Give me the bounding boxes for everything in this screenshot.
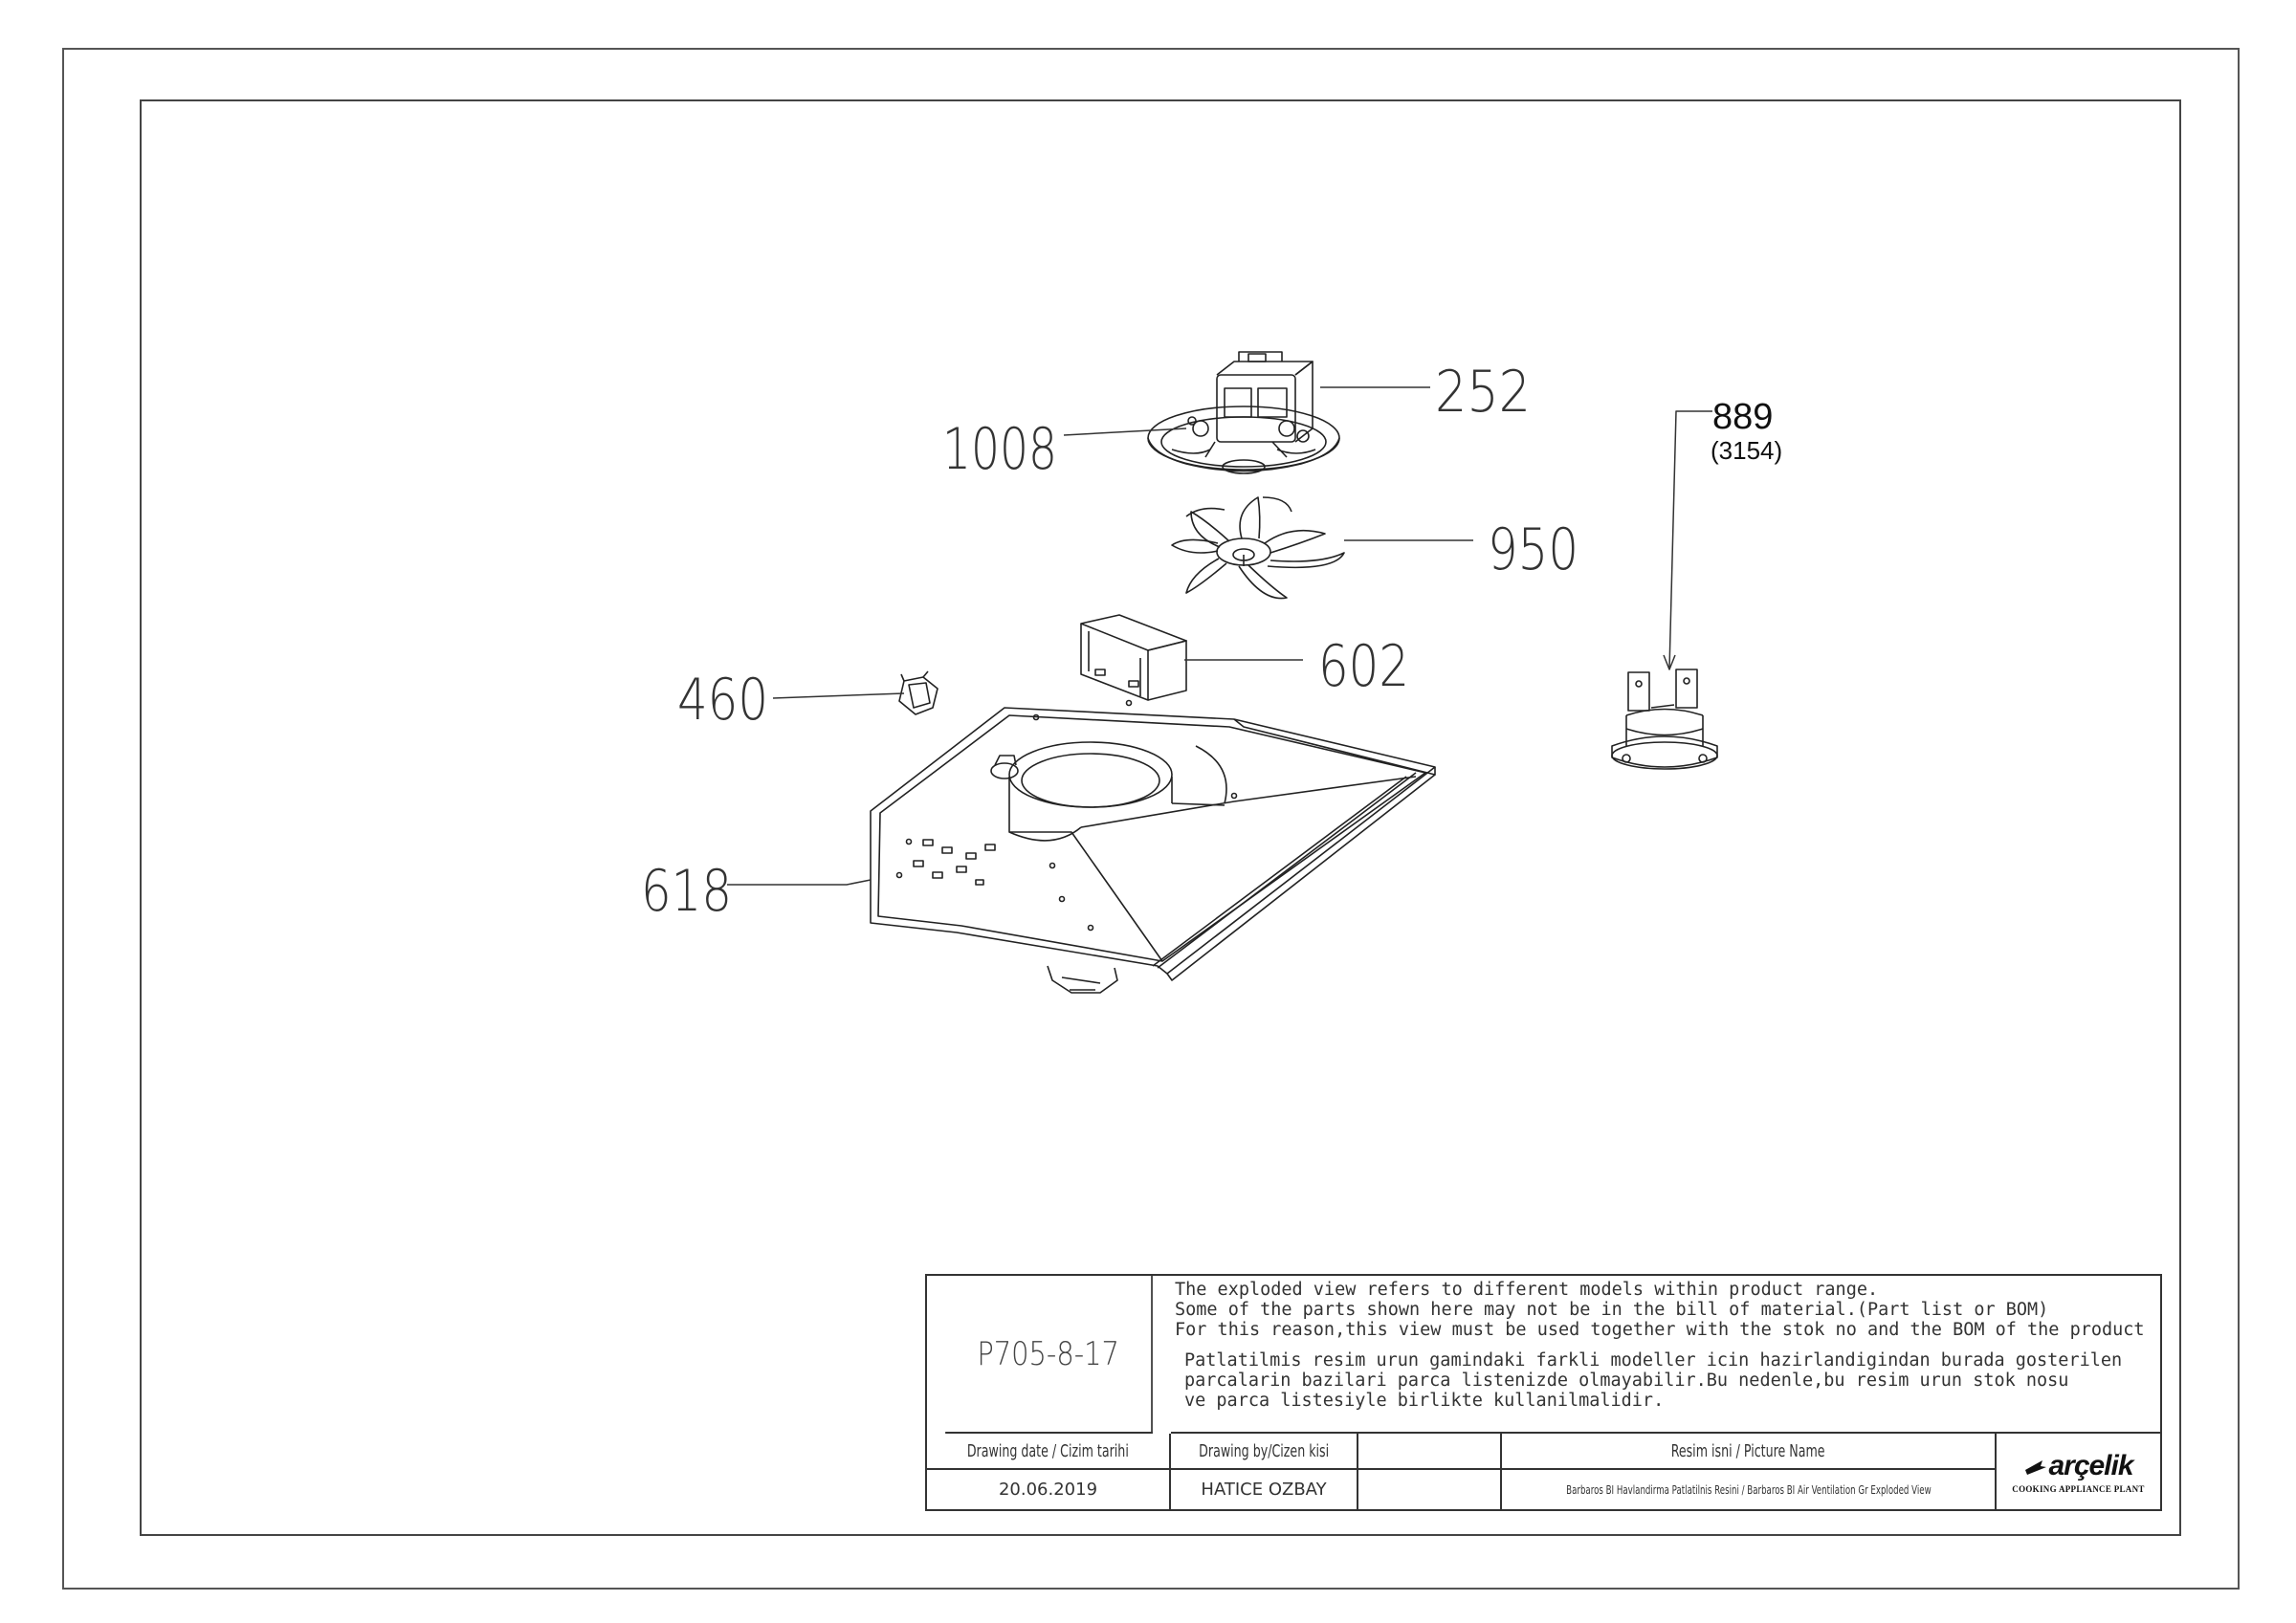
note-en-line: For this reason,this view must be used t… (1175, 1320, 2145, 1340)
outer-frame (62, 48, 2240, 1590)
author-value-cell: HATICE OZBAY (1171, 1470, 1358, 1509)
drawing-code: P705-8-17 (945, 1276, 1153, 1434)
note-tr-line: parcalarin bazilari parca listenizde olm… (1184, 1371, 2069, 1391)
picture-value: Barbaros BI Havlandirma Patlatilnis Resi… (1565, 1482, 1932, 1497)
callout-889: 889 (1712, 397, 1773, 437)
author-header-cell: Drawing by/Cizen kisi (1171, 1434, 1358, 1470)
blank-value-cell (1358, 1470, 1502, 1509)
note-en-line: The exploded view refers to different mo… (1175, 1280, 1879, 1300)
callout-889-sublabel: (3154) (1711, 436, 1782, 465)
logo-mark: arçelik (2023, 1449, 2134, 1482)
logo-word: arçelik (2048, 1449, 2133, 1481)
note-tr-line: ve parca listesiyle birlikte kullanilmal… (1184, 1391, 1665, 1411)
callout-labels: 252 1008 950 602 460 618 889 (3154) (641, 359, 1782, 925)
date-header-cell: Drawing date / Cizim tarihi (927, 1434, 1171, 1470)
leader-lines (727, 386, 1712, 886)
callout-460: 460 (677, 667, 768, 734)
thermostat-part (1611, 669, 1718, 770)
note-tr-line: Patlatilmis resim urun gamindaki farkli … (1184, 1350, 2123, 1371)
picture-value-cell: Barbaros BI Havlandirma Patlatilnis Resi… (1502, 1470, 1997, 1509)
fan-impeller-part (1171, 496, 1345, 600)
picture-header-cell: Resim isni / Picture Name (1502, 1434, 1997, 1470)
callout-602: 602 (1318, 633, 1409, 700)
note-en-line: Some of the parts shown here may not be … (1175, 1300, 2049, 1320)
inner-frame (140, 99, 2181, 1536)
callout-1008: 1008 (942, 416, 1057, 483)
picture-header: Resim isni / Picture Name (1671, 1440, 1825, 1461)
callout-618: 618 (641, 858, 732, 925)
logo-arrow-icon (2025, 1459, 2047, 1475)
author-value: HATICE OZBAY (1201, 1480, 1327, 1500)
callout-950: 950 (1488, 516, 1578, 583)
cover-bracket-part (1080, 614, 1187, 701)
blank-header-cell (1358, 1434, 1502, 1470)
title-block: P705-8-17 The exploded view refers to di… (925, 1274, 2162, 1511)
logo-subtitle: COOKING APPLIANCE PLANT (2012, 1483, 2145, 1494)
motor-assembly-part (1147, 351, 1340, 474)
date-value-cell: 20.06.2019 (927, 1470, 1171, 1509)
callout-252: 252 (1435, 359, 1531, 426)
air-duct-panel-part (870, 699, 1436, 994)
date-value: 20.06.2019 (998, 1480, 1098, 1500)
author-header: Drawing by/Cizen kisi (1199, 1440, 1329, 1461)
arcelik-logo: arçelik COOKING APPLIANCE PLANT (1997, 1434, 2160, 1509)
disclaimer-notes: The exploded view refers to different mo… (1171, 1276, 2160, 1434)
date-header: Drawing date / Cizim tarihi (966, 1440, 1129, 1461)
clip-part (898, 670, 938, 715)
